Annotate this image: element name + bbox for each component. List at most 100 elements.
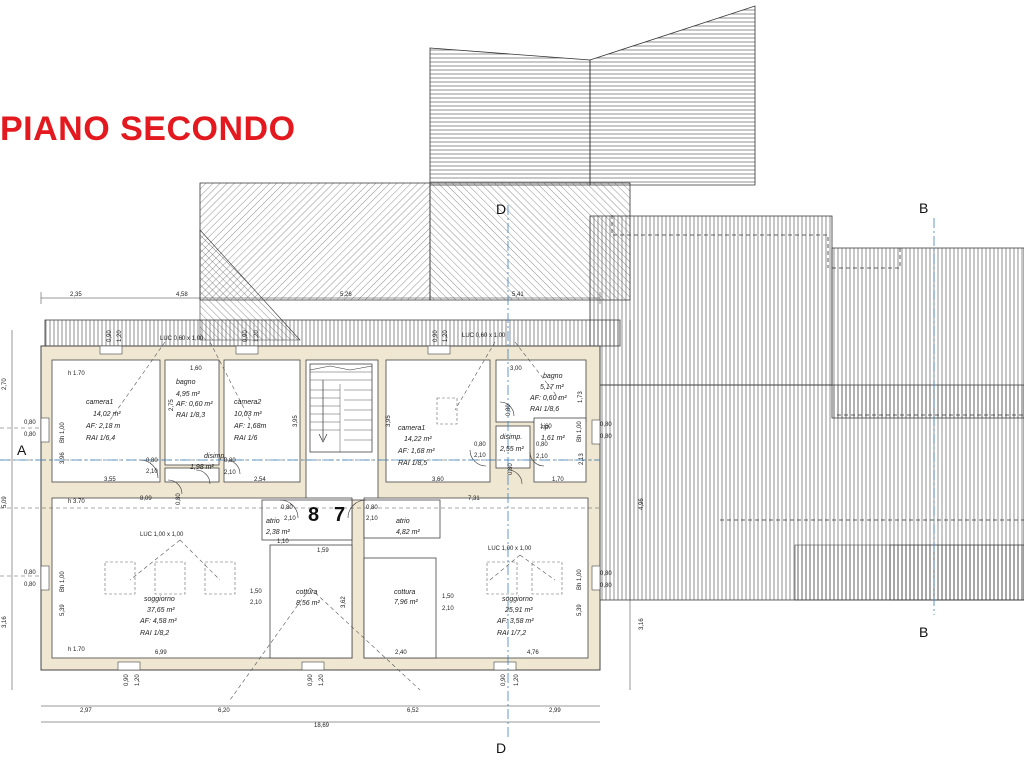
dimension-lines	[11, 292, 631, 723]
svg-text:2,99: 2,99	[549, 708, 561, 714]
svg-text:14,22 m²: 14,22 m²	[404, 436, 432, 443]
svg-text:3,16: 3,16	[2, 616, 8, 628]
svg-text:8,09: 8,09	[140, 496, 152, 502]
svg-text:1,98 m²: 1,98 m²	[190, 464, 214, 471]
svg-text:5,39: 5,39	[577, 604, 583, 616]
svg-text:0,80: 0,80	[600, 422, 612, 428]
room-rip: rip. 1,61 m²	[541, 424, 565, 442]
svg-text:1,73: 1,73	[578, 391, 584, 403]
svg-text:2,10: 2,10	[250, 600, 262, 606]
opening-dims: 0,90 1,20 0,90 1,20 0,90 1,20 0,90 1,20 …	[24, 330, 612, 686]
svg-text:1,10: 1,10	[277, 539, 289, 545]
room-camera1-left: camera1 14,02 m² AF: 2,18 m RAI 1/6,4	[85, 399, 121, 442]
svg-text:0,90: 0,90	[107, 330, 113, 342]
room-soggiorno-right: soggiorno 25,91 m² AF: 3,58 m² RAI 1/7,2	[496, 596, 534, 637]
svg-text:0,80: 0,80	[24, 570, 36, 576]
svg-text:0,80: 0,80	[600, 583, 612, 589]
svg-text:2,38 m²: 2,38 m²	[265, 529, 290, 536]
svg-text:1,59: 1,59	[317, 548, 329, 554]
svg-text:1,20: 1,20	[514, 674, 520, 686]
svg-text:8,56 m²: 8,56 m²	[296, 600, 320, 607]
svg-text:4,58: 4,58	[176, 292, 188, 298]
svg-text:2,75: 2,75	[169, 399, 175, 411]
svg-text:5,17 m²: 5,17 m²	[540, 384, 564, 391]
height-label-mid: h 3.70	[68, 499, 85, 505]
svg-text:0,80: 0,80	[474, 442, 486, 448]
room-bagno-left: bagno 4,95 m² AF: 0,60 m² RAI 1/8,3	[175, 379, 213, 419]
svg-text:10,03 m²: 10,03 m²	[234, 411, 262, 418]
svg-text:atrio: atrio	[266, 518, 280, 525]
walls	[40, 345, 601, 671]
section-mark-b-top: B	[919, 200, 928, 216]
svg-text:3,95: 3,95	[293, 415, 299, 427]
svg-text:1,70: 1,70	[552, 477, 564, 483]
svg-text:0,80: 0,80	[508, 463, 514, 475]
svg-text:0,90: 0,90	[308, 674, 314, 686]
section-mark-b-bottom: B	[919, 624, 928, 640]
svg-text:Bh 1,00: Bh 1,00	[577, 569, 583, 590]
svg-text:3,62: 3,62	[341, 596, 347, 608]
room-cottura-right: cottura 7,96 m²	[394, 589, 418, 606]
svg-text:3,16: 3,16	[639, 618, 645, 630]
svg-text:1,50: 1,50	[250, 589, 262, 595]
svg-text:7,96 m²: 7,96 m²	[394, 599, 418, 606]
svg-text:0,90: 0,90	[501, 674, 507, 686]
svg-text:soggiorno: soggiorno	[144, 596, 175, 603]
svg-text:cottura: cottura	[296, 589, 318, 596]
svg-text:AF: 2,18 m: AF: 2,18 m	[85, 423, 120, 430]
svg-text:Bh 1,00: Bh 1,00	[60, 571, 66, 592]
svg-text:2,13: 2,13	[579, 453, 585, 465]
svg-text:1,60: 1,60	[540, 424, 552, 430]
svg-text:atrio: atrio	[396, 518, 410, 525]
svg-text:2,54: 2,54	[254, 477, 266, 483]
svg-text:2,55 m²: 2,55 m²	[499, 446, 524, 453]
svg-text:0,80: 0,80	[146, 458, 158, 464]
svg-text:RAI 1/6,4: RAI 1/6,4	[86, 435, 115, 442]
svg-text:AF: 0,60 m²: AF: 0,60 m²	[175, 401, 213, 408]
svg-text:0,90: 0,90	[433, 330, 439, 342]
svg-text:2,97: 2,97	[80, 708, 92, 714]
height-label-bottom: h 1.70	[68, 647, 85, 653]
svg-text:6,99: 6,99	[155, 650, 167, 656]
svg-text:2,40: 2,40	[395, 650, 407, 656]
svg-text:0,80: 0,80	[600, 434, 612, 440]
room-soggiorno-left: soggiorno 37,65 m² AF: 4,58 m² RAI 1/8,2	[139, 596, 177, 637]
outer-dims: 2,35 4,58 5,26 5,41 2,97 6,20 6,52 2,99 …	[2, 292, 645, 729]
svg-text:37,65 m²: 37,65 m²	[147, 607, 175, 614]
svg-text:RAI 1/6: RAI 1/6	[234, 435, 257, 442]
svg-text:2,70: 2,70	[2, 378, 8, 390]
svg-text:5,26: 5,26	[340, 292, 352, 298]
svg-text:cottura: cottura	[394, 589, 416, 596]
svg-text:camera2: camera2	[234, 399, 261, 406]
section-mark-d-top: D	[496, 201, 506, 217]
svg-text:5,09: 5,09	[2, 496, 8, 508]
svg-text:2,10: 2,10	[474, 453, 486, 459]
svg-text:RAI 1/7,2: RAI 1/7,2	[497, 630, 526, 637]
svg-text:0,80: 0,80	[224, 458, 236, 464]
svg-text:1,20: 1,20	[254, 330, 260, 342]
svg-text:3,55: 3,55	[104, 477, 116, 483]
svg-text:7,31: 7,31	[468, 496, 480, 502]
svg-text:1,60: 1,60	[190, 366, 202, 372]
svg-text:0,80: 0,80	[24, 582, 36, 588]
svg-text:Bh 1,00: Bh 1,00	[60, 422, 66, 443]
svg-text:0,80: 0,80	[536, 442, 548, 448]
svg-text:18,69: 18,69	[314, 723, 330, 729]
svg-text:RAI 1/8,3: RAI 1/8,3	[176, 412, 205, 419]
svg-text:2,10: 2,10	[146, 469, 158, 475]
svg-text:RAI 1/8,6: RAI 1/8,6	[530, 406, 559, 413]
svg-text:1,20: 1,20	[117, 330, 123, 342]
svg-text:soggiorno: soggiorno	[502, 596, 533, 603]
room-camera2: camera2 10,03 m² AF: 1,68m RAI 1/6	[233, 399, 266, 442]
skylight-label-left-bottom: LUC 1,00 x 1,00	[140, 532, 184, 538]
svg-text:2,10: 2,10	[284, 516, 296, 522]
svg-text:0,90: 0,90	[124, 674, 130, 686]
svg-text:2,10: 2,10	[536, 454, 548, 460]
svg-text:0,80: 0,80	[24, 432, 36, 438]
svg-text:AF: 1,68 m²: AF: 1,68 m²	[397, 448, 435, 455]
svg-text:2,10: 2,10	[366, 516, 378, 522]
svg-text:camera1: camera1	[398, 425, 425, 432]
section-mark-d-bottom: D	[496, 740, 506, 756]
svg-text:6,52: 6,52	[407, 708, 419, 714]
svg-text:1,50: 1,50	[442, 594, 454, 600]
